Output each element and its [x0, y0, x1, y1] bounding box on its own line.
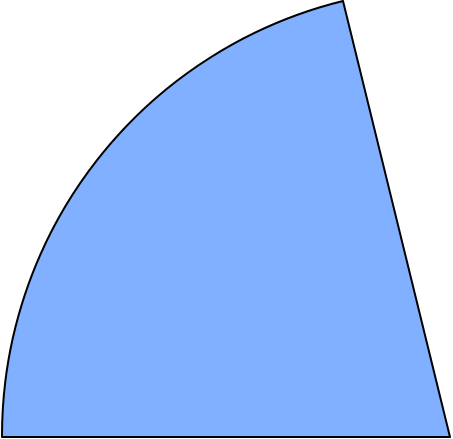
diagram-svg — [0, 0, 451, 438]
diagram-canvas — [0, 0, 451, 438]
circular-sector-shape — [0, 0, 451, 438]
